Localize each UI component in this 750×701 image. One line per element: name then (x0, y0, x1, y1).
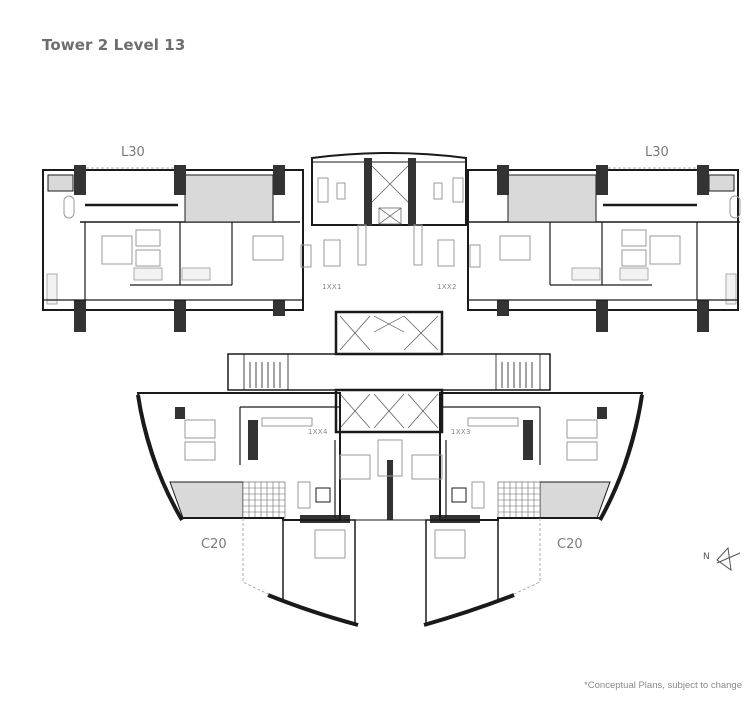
north-arrow-icon (716, 546, 741, 572)
unit-label: 1XX3 (451, 428, 471, 436)
unit-type-label-top-left: L30 (121, 145, 145, 160)
core (227, 165, 551, 434)
unit-label: 1XX4 (308, 428, 328, 436)
wardrobes (46, 267, 737, 305)
interior-walls (43, 222, 738, 518)
lower-wing (136, 392, 644, 627)
unit-type-label-bottom-left: C20 (201, 537, 227, 552)
compass-label: N (703, 552, 710, 562)
disclaimer-text: *Conceptual Plans, subject to change (584, 680, 742, 691)
unit-type-label-top-right: L30 (645, 145, 669, 160)
top-wing (42, 152, 740, 311)
unit-label: 1XX2 (437, 283, 457, 291)
unit-type-label-bottom-right: C20 (557, 537, 583, 552)
c20-boundaries (242, 518, 541, 596)
furniture (63, 177, 741, 559)
columns (74, 158, 709, 523)
unit-label: 1XX1 (322, 283, 342, 291)
stairs (243, 353, 541, 391)
page-title: Tower 2 Level 13 (42, 36, 186, 54)
